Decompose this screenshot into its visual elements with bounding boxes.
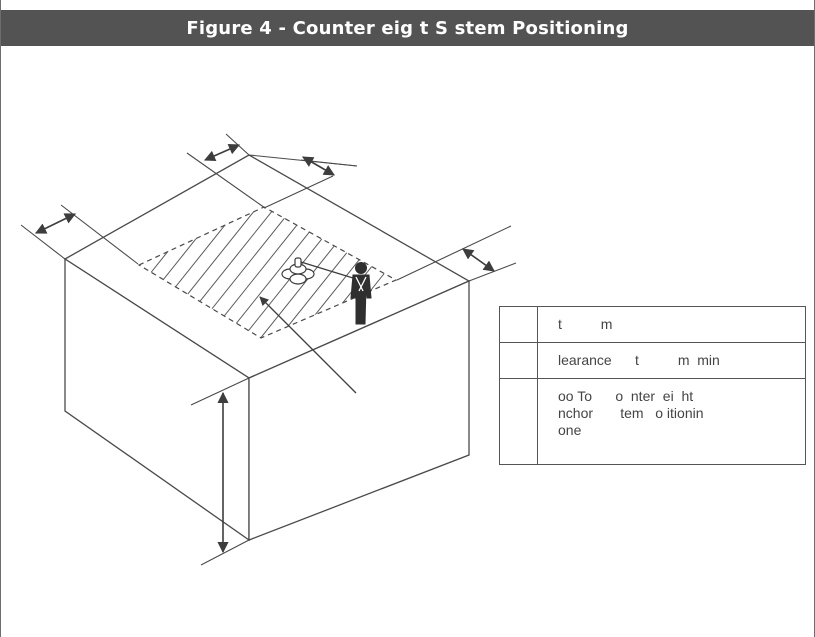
legend-key [499,342,538,379]
figure-title: Figure 4 - Counter eig t S stem Position… [186,17,629,39]
legend-text: oo To o nter ei ht nchor tem o itionin o… [537,378,806,465]
zone-leader-arrow [259,296,357,394]
legend-text: learance t m min [537,342,806,379]
legend-key [499,306,538,343]
legend-text: t m [537,306,806,343]
back-clearance-arrow-right [302,156,335,176]
right-clearance-arrow [462,248,495,272]
legend-row: t m [499,306,806,343]
building-block [63,154,471,542]
back-clearance-arrow-left [203,143,241,162]
worker-harness-icon [350,262,372,325]
left-clearance-arrow [34,213,77,234]
legend-row: learance t m min [499,342,806,379]
figure-title-bar: Figure 4 - Counter eig t S stem Position… [1,10,814,46]
legend-row: oo To o nter ei ht nchor tem o itionin o… [499,378,806,465]
dimension-arrows [34,143,495,554]
legend-table: t m learance t m min oo To o nter ei ht … [499,306,806,465]
legend-key [499,378,538,465]
counterweight-anchor-icon [281,257,354,285]
right-wall-face [248,280,470,541]
